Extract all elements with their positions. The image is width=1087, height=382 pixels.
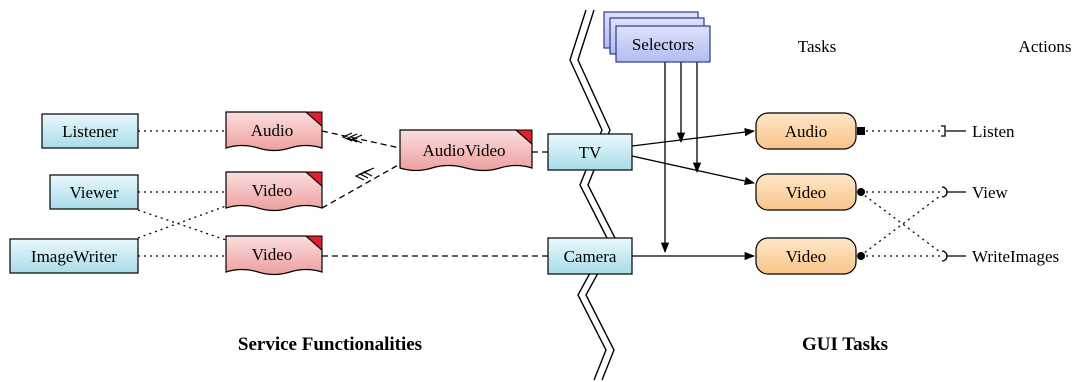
consumer-viewer[interactable]: Viewer	[49, 174, 139, 210]
provided-port-icon	[857, 252, 865, 260]
bracket-socket-icon	[941, 125, 946, 137]
actions-header: Actions	[1019, 37, 1072, 56]
service-audiovideo[interactable]: AudioVideo	[399, 129, 533, 172]
selectors-stack[interactable]: Selectors	[603, 11, 711, 63]
consumer-label: Listener	[62, 122, 118, 141]
task-audio[interactable]: Audio	[755, 112, 857, 150]
task-video-1[interactable]: Video	[755, 173, 857, 211]
consumer-label: ImageWriter	[31, 247, 117, 266]
round-socket-icon	[941, 250, 948, 262]
service-audio[interactable]: Audio	[225, 111, 323, 152]
consumer-label: Viewer	[69, 183, 118, 202]
tv-video-task-arrow	[631, 155, 756, 186]
action-view[interactable]: View	[972, 183, 1009, 202]
provided-port-icon	[857, 188, 865, 196]
video-writeimages-cross-link	[859, 191, 941, 253]
video2-view-cross-link	[859, 195, 941, 257]
audio-audiovideo-link	[321, 130, 401, 149]
imagewriter-video1-cross-link	[137, 205, 227, 239]
action-listen[interactable]: Listen	[972, 122, 1015, 141]
task-label: Audio	[785, 122, 828, 141]
task-label: Video	[786, 183, 827, 202]
tv-audio-task-arrow	[631, 128, 756, 147]
task-label: Video	[786, 247, 827, 266]
service-video-1[interactable]: Video	[225, 171, 323, 212]
video-audiovideo-link	[321, 163, 401, 209]
service-label: Video	[252, 181, 293, 200]
round-socket-icon	[941, 186, 948, 198]
selectors-label: Selectors	[632, 35, 694, 54]
section-divider	[569, 9, 617, 381]
consumer-listener[interactable]: Listener	[41, 113, 139, 149]
consumer-imagewriter[interactable]: ImageWriter	[9, 238, 139, 274]
action-writeimages[interactable]: WriteImages	[972, 247, 1059, 266]
gui-tasks-caption: GUI Tasks	[802, 334, 888, 355]
task-video-2[interactable]: Video	[755, 237, 857, 275]
provided-port-icon	[857, 127, 865, 135]
service-label: Audio	[251, 121, 294, 140]
device-label: TV	[579, 143, 602, 162]
device-label: Camera	[564, 247, 617, 266]
service-label: Video	[252, 245, 293, 264]
device-tv[interactable]: TV	[547, 133, 633, 171]
service-functionalities-caption: Service Functionalities	[238, 334, 422, 355]
tasks-header: Tasks	[798, 37, 836, 56]
service-label: AudioVideo	[422, 141, 505, 160]
connections	[137, 62, 966, 261]
device-camera[interactable]: Camera	[547, 237, 633, 275]
double-arrowhead-icons	[341, 132, 375, 181]
viewer-video2-cross-link	[137, 209, 227, 241]
service-video-2[interactable]: Video	[225, 235, 323, 276]
